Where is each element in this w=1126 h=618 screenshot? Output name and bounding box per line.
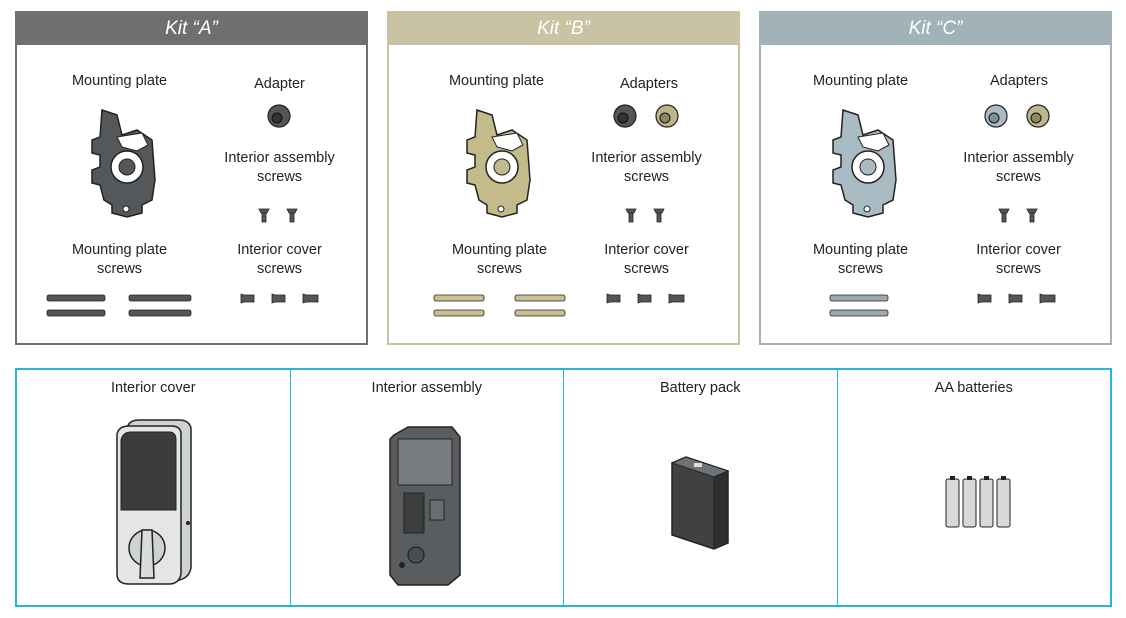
kit-c-cover-screws-label: Interior cover screws	[976, 242, 1061, 277]
mounting-plate-icon	[91, 108, 156, 218]
kit-a-cover-screws-label: Interior cover screws	[237, 242, 322, 277]
kit-c-panel: Kit “C” Mounting plate Adapters Interior…	[759, 11, 1112, 345]
battery-pack-label: Battery pack	[659, 380, 741, 396]
adapters-icon	[613, 104, 679, 128]
interior-cover-screws-icon	[606, 293, 685, 304]
aa-batteries-icon	[945, 476, 1010, 528]
kit-b-plate-screws-label: Mounting plate screws	[451, 242, 548, 277]
kit-b-interior-screws-label: Interior assembly screws	[591, 150, 702, 185]
kit-b-title: Kit “B”	[389, 13, 738, 45]
kit-b-mounting-plate-label: Mounting plate	[448, 73, 545, 89]
kit-c-interior-screws-label: Interior assembly screws	[963, 150, 1074, 185]
component-interior-assembly: Interior assembly	[291, 370, 564, 605]
interior-assembly-screws-icon	[258, 208, 298, 223]
battery-pack-icon	[670, 456, 730, 550]
interior-cover-screws-icon	[240, 293, 319, 304]
kit-a-mounting-plate-label: Mounting plate	[71, 73, 168, 89]
component-aa-batteries: AA batteries	[838, 370, 1111, 605]
kit-b-adapters-label: Adapters	[619, 76, 679, 92]
interior-cover-icon	[116, 419, 192, 585]
adapter-icon	[267, 104, 291, 128]
kit-a-interior-screws-label: Interior assembly screws	[224, 150, 335, 185]
component-interior-cover: Interior cover	[17, 370, 291, 605]
interior-assembly-label: Interior assembly	[371, 380, 482, 396]
component-battery-pack: Battery pack	[564, 370, 838, 605]
components-panel: Interior cover Interior assembly Battery…	[15, 368, 1112, 607]
interior-cover-screws-icon	[977, 293, 1056, 304]
interior-assembly-screws-icon	[625, 208, 665, 223]
mounting-plate-icon	[466, 108, 531, 218]
interior-cover-label: Interior cover	[110, 380, 196, 396]
kit-c-mounting-plate-label: Mounting plate	[812, 73, 909, 89]
mounting-plate-screws-icon	[433, 294, 566, 317]
interior-assembly-icon	[388, 426, 461, 586]
kit-a-plate-screws-label: Mounting plate screws	[71, 242, 168, 277]
aa-batteries-label: AA batteries	[934, 380, 1013, 396]
kit-c-plate-screws-label: Mounting plate screws	[812, 242, 909, 277]
kit-a-adapter-label: Adapter	[254, 76, 305, 92]
adapters-icon	[984, 104, 1050, 128]
mounting-plate-screws-icon	[46, 294, 192, 317]
kit-b-cover-screws-label: Interior cover screws	[604, 242, 689, 277]
kit-c-adapters-label: Adapters	[989, 73, 1049, 89]
kit-b-panel: Kit “B” Mounting plate Adapters Interior…	[387, 11, 740, 345]
kit-a-panel: Kit “A” Mounting plate Adapter Interior …	[15, 11, 368, 345]
mounting-plate-icon	[832, 108, 897, 218]
mounting-plate-screws-icon	[829, 294, 889, 317]
kit-a-title: Kit “A”	[17, 13, 366, 45]
kit-c-title: Kit “C”	[761, 13, 1110, 45]
interior-assembly-screws-icon	[998, 208, 1038, 223]
